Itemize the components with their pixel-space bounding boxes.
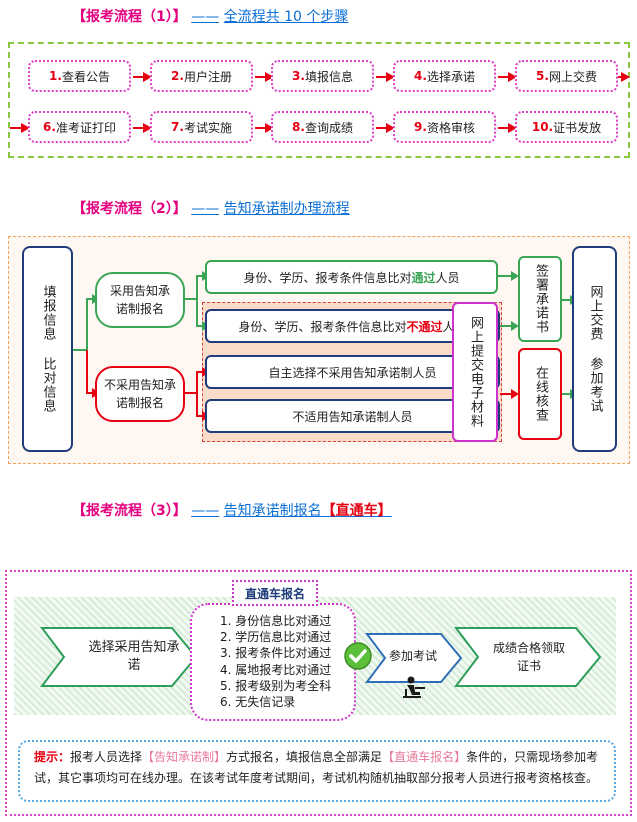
chevron-result bbox=[454, 627, 602, 687]
arrow-right-icon bbox=[255, 72, 274, 82]
condition-item: 4. 属地报考比对通过 bbox=[220, 662, 332, 677]
arrow-right-icon bbox=[376, 72, 395, 82]
arrow-right-icon bbox=[133, 123, 152, 133]
step-6: 6.准考证打印 bbox=[28, 111, 131, 143]
express-process-frame bbox=[5, 570, 632, 816]
adopt-commitment-box: 采用告知承诺制报名 bbox=[95, 272, 185, 328]
tip-box: 提示：报考人员选择【告知承诺制】方式报名，填报信息全部满足【直通车报名】条件的，… bbox=[18, 740, 616, 802]
not-adopt-commitment-box: 不采用告知承诺制报名 bbox=[95, 366, 185, 422]
arrow-right-icon bbox=[498, 123, 517, 133]
step-7: 7.考试实施 bbox=[150, 111, 253, 143]
conditions-list: 1. 身份信息比对通过 2. 学历信息比对通过 3. 报考条件比对通过 4. 属… bbox=[220, 613, 331, 710]
condition-item: 2. 学历信息比对通过 bbox=[220, 630, 332, 645]
pay-and-attend-box: 网上交费 参加考试 bbox=[572, 246, 617, 452]
step-10: 10.证书发放 bbox=[515, 111, 618, 143]
condition-item: 5. 报考级别为考全科 bbox=[220, 678, 332, 693]
section3-title: 【报考流程（3）】 —— 告知承诺制报名【直通车】 bbox=[72, 503, 392, 519]
online-verify-box: 在线核查 bbox=[518, 348, 562, 440]
online-submit-materials-box: 网上提交电子材料 bbox=[452, 302, 498, 442]
chevron-choose bbox=[40, 627, 198, 687]
step-1: 1.查看公告 bbox=[28, 60, 131, 92]
step-3: 3.填报信息 bbox=[271, 60, 374, 92]
attend-exam-label: 参加考试 bbox=[388, 648, 437, 663]
full-process-frame bbox=[8, 42, 630, 158]
not-applicable-box: 不适用告知承诺制人员 bbox=[205, 399, 500, 433]
step-9: 9.资格审核 bbox=[393, 111, 496, 143]
section2-title: 【报考流程（2）】 —— 告知承诺制办理流程 bbox=[72, 201, 350, 217]
condition-item: 1. 身份信息比对通过 bbox=[220, 614, 332, 628]
arrow-right-icon bbox=[618, 72, 630, 82]
fill-compare-info-box: 填报信息 比对信息 bbox=[22, 246, 73, 452]
arrow-right-icon bbox=[133, 72, 152, 82]
step-8: 8.查询成绩 bbox=[271, 111, 374, 143]
step-2: 2.用户注册 bbox=[150, 60, 253, 92]
chevron-attend bbox=[365, 633, 463, 683]
compare-pass-box: 身份、学历、报考条件信息比对通过人员 bbox=[205, 260, 498, 294]
step-4: 4.选择承诺 bbox=[393, 60, 496, 92]
arrow-right-icon bbox=[498, 72, 517, 82]
express-title: 直通车报名 bbox=[232, 580, 318, 606]
choose-commitment-label: 选择采用告知承诺 bbox=[88, 640, 180, 673]
section1-title: 【报考流程（1）】 —— 全流程共 10 个步骤 bbox=[72, 9, 349, 25]
arrow-right-icon bbox=[10, 123, 30, 133]
arrow-right-icon bbox=[376, 123, 395, 133]
pass-get-certificate-label: 成绩合格领取证书 bbox=[492, 641, 565, 673]
condition-item: 6. 无失信记录 bbox=[220, 695, 296, 710]
arrow-right-icon bbox=[255, 123, 274, 133]
condition-item: 3. 报考条件比对通过 bbox=[220, 646, 332, 661]
sign-commitment-box: 签署承诺书 bbox=[518, 256, 562, 342]
compare-fail-box: 身份、学历、报考条件信息比对不通过人员 bbox=[205, 309, 500, 343]
voluntary-not-adopt-box: 自主选择不采用告知承诺制人员 bbox=[205, 355, 500, 389]
step-5: 5.网上交费 bbox=[515, 60, 618, 92]
exam-taker-icon bbox=[403, 676, 425, 698]
check-icon bbox=[344, 642, 372, 670]
